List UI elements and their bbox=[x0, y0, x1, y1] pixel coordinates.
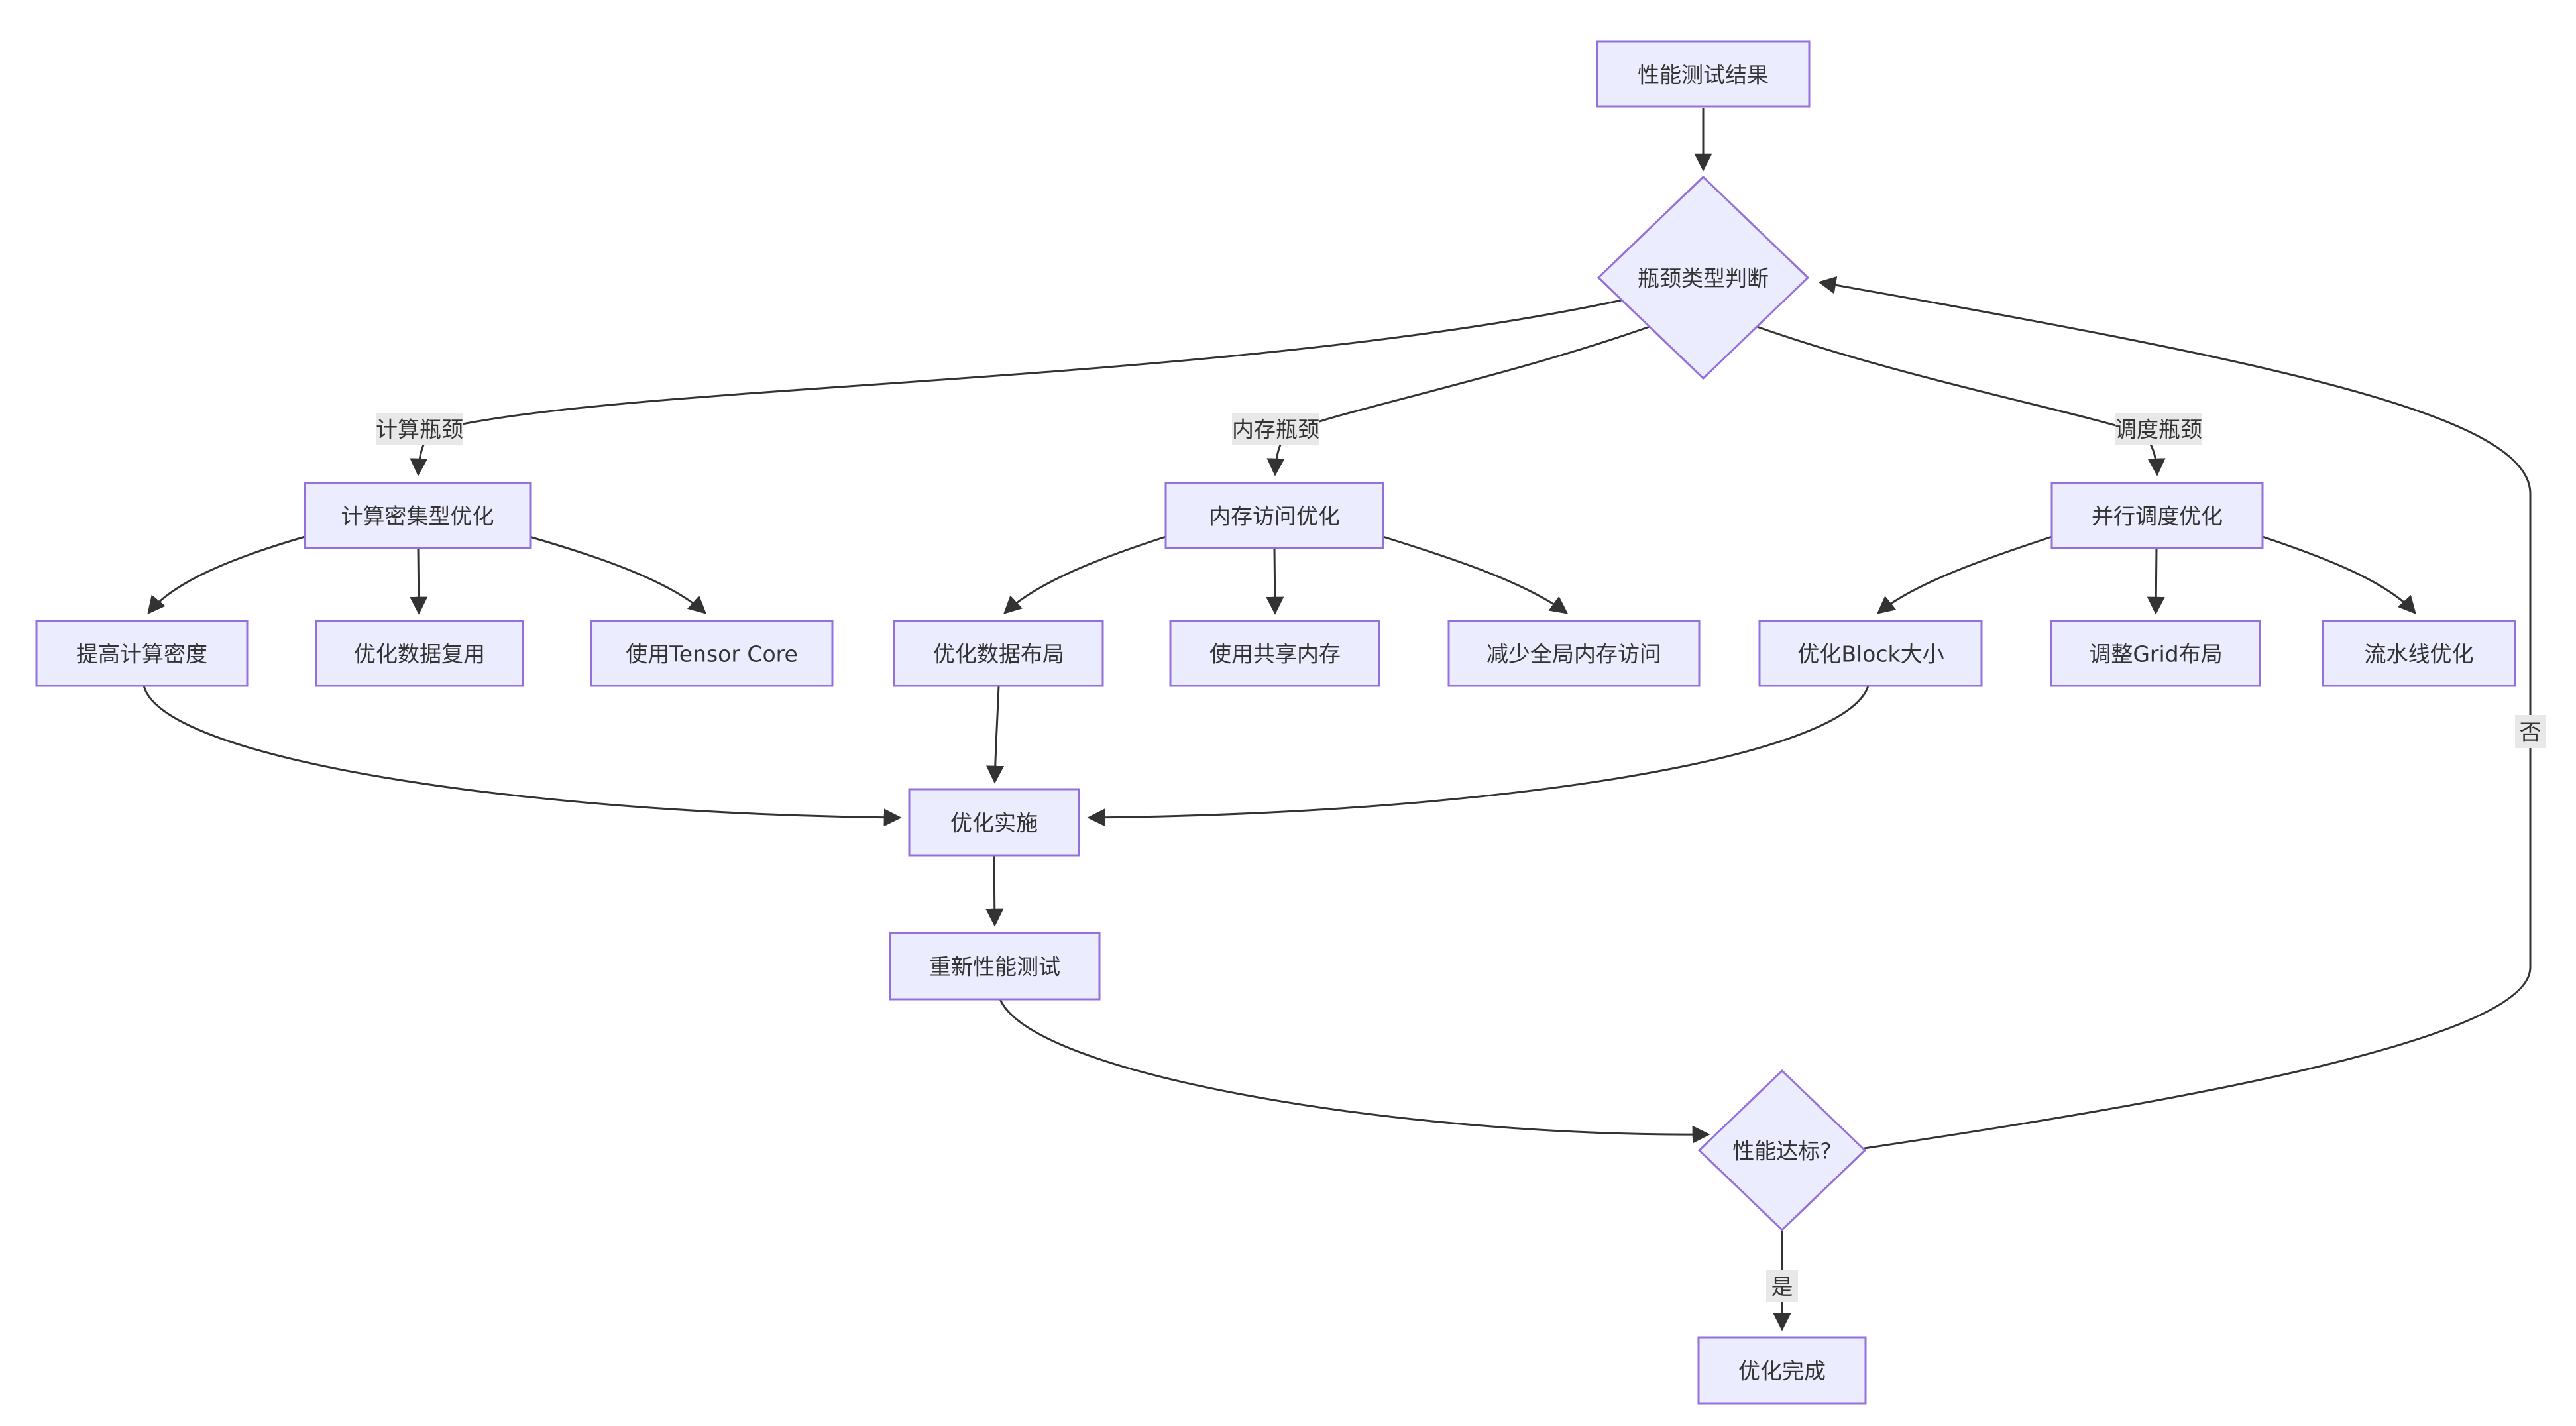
node-bottleneck-type: 瓶颈类型判断 bbox=[1596, 175, 1810, 380]
edge-label-bg bbox=[2515, 715, 2546, 748]
node-label: 流水线优化 bbox=[2365, 641, 2474, 667]
node-box bbox=[2322, 620, 2516, 687]
node-pipeline: 流水线优化 bbox=[2322, 620, 2516, 687]
node-diamond bbox=[1697, 1069, 1867, 1232]
edge-label-yes: 是 bbox=[1766, 1270, 1798, 1302]
edge-memory-opt-to-data-layout bbox=[1003, 535, 1166, 614]
edge-sched-opt-to-block-size bbox=[1876, 535, 2052, 614]
edge-compute-opt-to-reuse bbox=[410, 547, 428, 615]
edge-label-no: 否 bbox=[2515, 715, 2546, 748]
node-compute-opt: 计算密集型优化 bbox=[304, 482, 532, 549]
edge-data-layout-to-implement bbox=[986, 685, 1005, 784]
edge-label-text: 内存瓶颈 bbox=[1232, 417, 1319, 443]
node-diamond bbox=[1596, 175, 1810, 380]
node-box bbox=[908, 788, 1080, 857]
edge-label-bg bbox=[2115, 413, 2202, 445]
edge-label-bg bbox=[376, 413, 463, 445]
edge-compute-opt-to-tensor-core bbox=[529, 535, 707, 614]
edge-bottleneck-to-compute-opt bbox=[410, 299, 1622, 476]
edge-label-bg bbox=[1232, 413, 1319, 445]
node-label: 使用Tensor Core bbox=[626, 641, 798, 667]
node-density: 提高计算密度 bbox=[35, 620, 249, 687]
edge-block-size-to-implement bbox=[1087, 685, 1870, 827]
node-meets-target: 性能达标? bbox=[1697, 1069, 1867, 1232]
node-global-mem: 减少全局内存访问 bbox=[1447, 620, 1701, 687]
node-box bbox=[1758, 620, 1983, 687]
edge-label-text: 调度瓶颈 bbox=[2115, 417, 2202, 443]
edge-label-schedule-bottleneck: 调度瓶颈 bbox=[2115, 413, 2202, 445]
node-box bbox=[889, 932, 1101, 1001]
edge-label-text: 计算瓶颈 bbox=[376, 417, 463, 443]
node-data-layout: 优化数据布局 bbox=[893, 620, 1104, 687]
edge-bottleneck-to-sched-opt bbox=[1756, 325, 2166, 476]
edge-compute-opt-to-density bbox=[147, 535, 306, 615]
node-label: 提高计算密度 bbox=[76, 641, 207, 667]
node-reuse: 优化数据复用 bbox=[315, 620, 524, 687]
node-memory-opt: 内存访问优化 bbox=[1164, 482, 1384, 549]
edge-sched-opt-to-pipeline bbox=[2262, 535, 2416, 615]
node-box bbox=[2050, 482, 2264, 549]
node-box bbox=[1164, 482, 1384, 549]
edge-label-memory-bottleneck: 内存瓶颈 bbox=[1232, 413, 1319, 445]
edge-label-text: 是 bbox=[1771, 1274, 1793, 1300]
edge-memory-opt-to-global-mem bbox=[1382, 535, 1569, 614]
edge-bottleneck-to-memory-opt bbox=[1266, 325, 1650, 476]
node-label: 性能测试结果 bbox=[1638, 62, 1769, 88]
node-label: 优化数据布局 bbox=[933, 641, 1064, 667]
node-retest: 重新性能测试 bbox=[889, 932, 1101, 1001]
edge-implement-to-retest bbox=[985, 855, 1004, 927]
node-tensor-core: 使用Tensor Core bbox=[590, 620, 834, 687]
node-label: 使用共享内存 bbox=[1209, 641, 1341, 667]
node-box bbox=[1169, 620, 1380, 687]
node-perf-test: 性能测试结果 bbox=[1596, 40, 1811, 108]
node-box bbox=[1447, 620, 1701, 687]
edge-label-bg bbox=[1766, 1270, 1798, 1302]
edge-label-compute-bottleneck: 计算瓶颈 bbox=[376, 413, 463, 445]
node-box bbox=[893, 620, 1104, 687]
edge-label-text: 否 bbox=[2520, 720, 2542, 745]
node-label: 优化实施 bbox=[950, 810, 1038, 836]
node-label: 重新性能测试 bbox=[929, 954, 1060, 980]
node-label: 计算密集型优化 bbox=[341, 504, 494, 529]
node-grid-layout: 调整Grid布局 bbox=[2050, 620, 2261, 687]
node-label: 优化Block大小 bbox=[1797, 641, 1944, 667]
node-label: 并行调度优化 bbox=[2092, 504, 2223, 529]
node-box bbox=[1596, 40, 1811, 108]
node-label: 减少全局内存访问 bbox=[1486, 641, 1661, 667]
node-done: 优化完成 bbox=[1697, 1336, 1867, 1405]
edge-retest-to-meets-target bbox=[999, 999, 1710, 1144]
node-label: 优化数据复用 bbox=[354, 641, 485, 667]
node-label: 内存访问优化 bbox=[1209, 504, 1340, 529]
node-box bbox=[2050, 620, 2261, 687]
node-box bbox=[1697, 1336, 1867, 1405]
edge-memory-opt-to-shared-mem bbox=[1266, 547, 1284, 615]
node-label: 调整Grid布局 bbox=[2089, 641, 2222, 667]
node-label: 优化完成 bbox=[1738, 1358, 1826, 1384]
node-label: 瓶颈类型判断 bbox=[1638, 266, 1769, 292]
node-implement: 优化实施 bbox=[908, 788, 1080, 857]
node-sched-opt: 并行调度优化 bbox=[2050, 482, 2264, 549]
node-box bbox=[304, 482, 532, 549]
node-label: 性能达标? bbox=[1732, 1138, 1832, 1164]
node-block-size: 优化Block大小 bbox=[1758, 620, 1983, 687]
node-shared-mem: 使用共享内存 bbox=[1169, 620, 1380, 687]
edge-density-to-implement bbox=[142, 685, 902, 827]
edge-layer bbox=[142, 108, 2532, 1331]
node-box bbox=[590, 620, 834, 687]
node-box bbox=[315, 620, 524, 687]
node-box bbox=[35, 620, 249, 687]
edge-meets-target-to-bottleneck-no-loop bbox=[1818, 276, 2532, 1150]
